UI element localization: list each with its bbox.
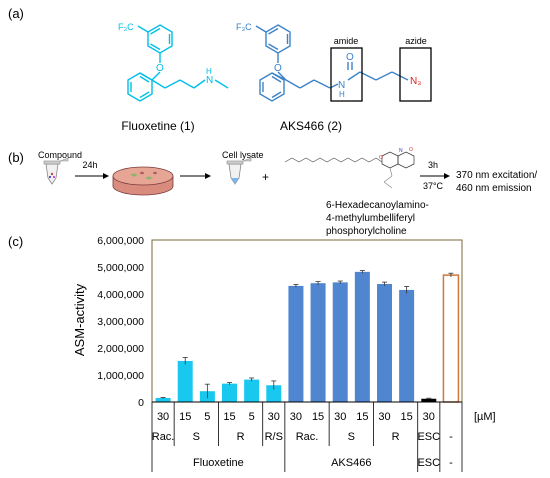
incubation-temperature: 37°C xyxy=(423,181,444,191)
concentration-label: 15 xyxy=(312,411,324,423)
aks466-o-atom: O xyxy=(274,63,282,74)
concentration-label: 30 xyxy=(268,411,280,423)
azide-group: N₃ xyxy=(410,76,421,87)
isomer-label: ESC xyxy=(417,431,440,443)
bar xyxy=(332,282,348,402)
fluoxetine-n-atom: N xyxy=(206,75,213,86)
arrow-2-head xyxy=(205,173,211,179)
bar xyxy=(377,284,392,402)
compound-label: Compound xyxy=(38,150,82,160)
concentration-label: 5 xyxy=(204,411,210,423)
bar xyxy=(421,398,437,402)
lysate-tube xyxy=(226,157,252,185)
bar xyxy=(442,274,460,403)
fluoxetine-cf3-label: F₃C xyxy=(118,22,134,32)
concentration-label: 30 xyxy=(334,411,346,423)
incubation-time-24h: 24h xyxy=(82,160,97,170)
concentration-label: 15 xyxy=(401,411,413,423)
isomer-label: R xyxy=(237,431,245,443)
bar xyxy=(266,385,282,402)
substrate-o-atom: O xyxy=(379,155,383,161)
bar xyxy=(244,379,260,402)
isomer-label: - xyxy=(449,431,453,443)
bars xyxy=(155,270,460,403)
readout-line2: 460 nm emission xyxy=(456,183,532,194)
bar xyxy=(222,383,237,402)
y-tick-label: 2,000,000 xyxy=(97,343,144,355)
substrate-n-atom: N xyxy=(399,148,403,154)
y-tick-label: 5,000,000 xyxy=(97,262,144,274)
concentration-label: 5 xyxy=(249,411,255,423)
y-axis-label: ASM-activity xyxy=(72,283,87,356)
amide-label: amide xyxy=(334,36,359,46)
isomer-label: R xyxy=(392,431,400,443)
bar xyxy=(399,289,415,402)
compound-tube xyxy=(43,157,69,185)
concentration-label: 30 xyxy=(423,411,435,423)
fluoxetine-structure xyxy=(127,24,229,102)
bar xyxy=(310,283,326,402)
cell-lysate-label: Cell lysate xyxy=(222,150,264,160)
concentration-label: 30 xyxy=(157,411,169,423)
isomer-label: R/S xyxy=(265,431,283,443)
group-label: AKS466 xyxy=(331,457,371,469)
group-label: - xyxy=(449,457,453,469)
panel-a-label: (a) xyxy=(8,6,24,21)
petri-dish xyxy=(112,166,174,196)
concentration-unit-label: [µM] xyxy=(474,411,496,423)
substrate-o-atom-2: O xyxy=(409,147,413,153)
fluoxetine-name: Fluoxetine (1) xyxy=(121,119,194,133)
group-label: ESC xyxy=(417,457,440,469)
azide-label: azide xyxy=(405,36,427,46)
y-tick-label: 3,000,000 xyxy=(97,316,144,328)
isomer-label: S xyxy=(348,431,355,443)
readout-line1: 370 nm excitation/ xyxy=(456,170,537,181)
asm-activity-chart: ASM-activity 0 1,000,000 2,000,000 3,000,00… xyxy=(72,235,496,472)
isomer-label: Rac. xyxy=(152,431,175,443)
y-axis-ticks: 0 1,000,000 2,000,000 3,000,000 4,000,000 5,0… xyxy=(97,235,144,409)
concentration-label: 15 xyxy=(179,411,191,423)
substrate-name-line1: 6-Hexadecanoylamino- xyxy=(326,200,429,211)
aks466-carbonyl-o: O xyxy=(346,52,354,63)
concentration-label: 15 xyxy=(356,411,368,423)
substrate-name-line3: phosphorylcholine xyxy=(326,226,407,237)
group-label: Fluoxetine xyxy=(193,457,244,469)
y-tick-label: 4,000,000 xyxy=(97,289,144,301)
y-tick-label: 0 xyxy=(138,397,144,409)
aks466-name: AKS466 (2) xyxy=(280,119,342,133)
y-tick-label: 1,000,000 xyxy=(97,370,144,382)
concentration-label: 15 xyxy=(223,411,235,423)
y-tick-label: 6,000,000 xyxy=(97,235,144,247)
fluoxetine-o-atom: O xyxy=(156,63,164,74)
incubation-time-3h: 3h xyxy=(428,160,438,170)
aks466-cf3-label: F₃C xyxy=(236,22,252,32)
isomer-label: S xyxy=(193,431,200,443)
arrow-3-head xyxy=(444,173,450,179)
plus-sign: + xyxy=(262,170,269,184)
panel-b-label: (b) xyxy=(8,150,24,165)
fluoxetine-h-atom: H xyxy=(206,67,212,76)
concentration-label: 30 xyxy=(378,411,390,423)
panel-c-label: (c) xyxy=(8,234,23,249)
bar xyxy=(177,360,193,402)
bar xyxy=(288,285,304,402)
aks466-amide-n: N xyxy=(338,80,345,91)
substrate-structure xyxy=(284,151,415,189)
bar xyxy=(354,271,370,402)
amide-box xyxy=(330,47,363,102)
azide-box xyxy=(399,47,432,102)
isomer-label: Rac. xyxy=(296,431,319,443)
substrate-name-line2: 4-methylumbelliferyl xyxy=(326,213,415,224)
aks466-amide-h: H xyxy=(339,90,345,99)
concentration-label: 30 xyxy=(290,411,302,423)
bar xyxy=(155,397,171,402)
arrow-1-head xyxy=(103,173,109,179)
aks466-structure xyxy=(255,24,409,102)
plot-frame xyxy=(151,239,463,403)
